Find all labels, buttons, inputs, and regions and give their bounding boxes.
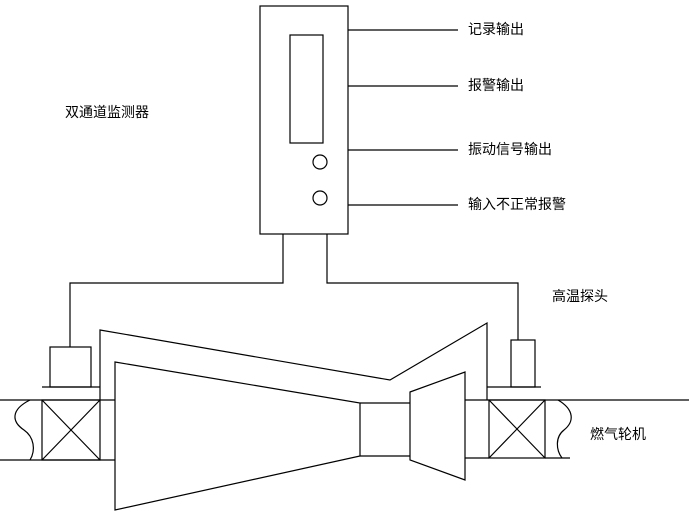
- turbine-casing: [99, 321, 488, 400]
- dual-channel-monitor: [259, 5, 349, 235]
- left-bearing: [41, 399, 101, 461]
- probe-cables: [69, 234, 519, 347]
- monitor-indicator-2: [312, 190, 328, 206]
- monitor-label: 双通道监测器: [65, 105, 149, 121]
- turbine-shaft: [0, 399, 689, 461]
- turbine-stage: [409, 371, 466, 481]
- compressor: [114, 361, 361, 511]
- left-probe: [49, 346, 92, 388]
- right-break-symbol: [556, 399, 572, 459]
- output-lines: [348, 29, 458, 206]
- vibration-output-label: 振动信号输出: [468, 142, 552, 158]
- left-break-symbol: [14, 399, 34, 461]
- record-output-label: 记录输出: [468, 22, 524, 38]
- right-bearing: [488, 399, 546, 459]
- monitor-display-window: [289, 34, 324, 144]
- high-temp-probe-label: 高温探头: [552, 289, 608, 305]
- gas-turbine-label: 燃气轮机: [590, 427, 646, 443]
- right-probe: [510, 339, 536, 388]
- alarm-output-label: 报警输出: [468, 78, 524, 94]
- input-abnormal-alarm-label: 输入不正常报警: [468, 197, 566, 213]
- monitor-indicator-1: [312, 154, 328, 170]
